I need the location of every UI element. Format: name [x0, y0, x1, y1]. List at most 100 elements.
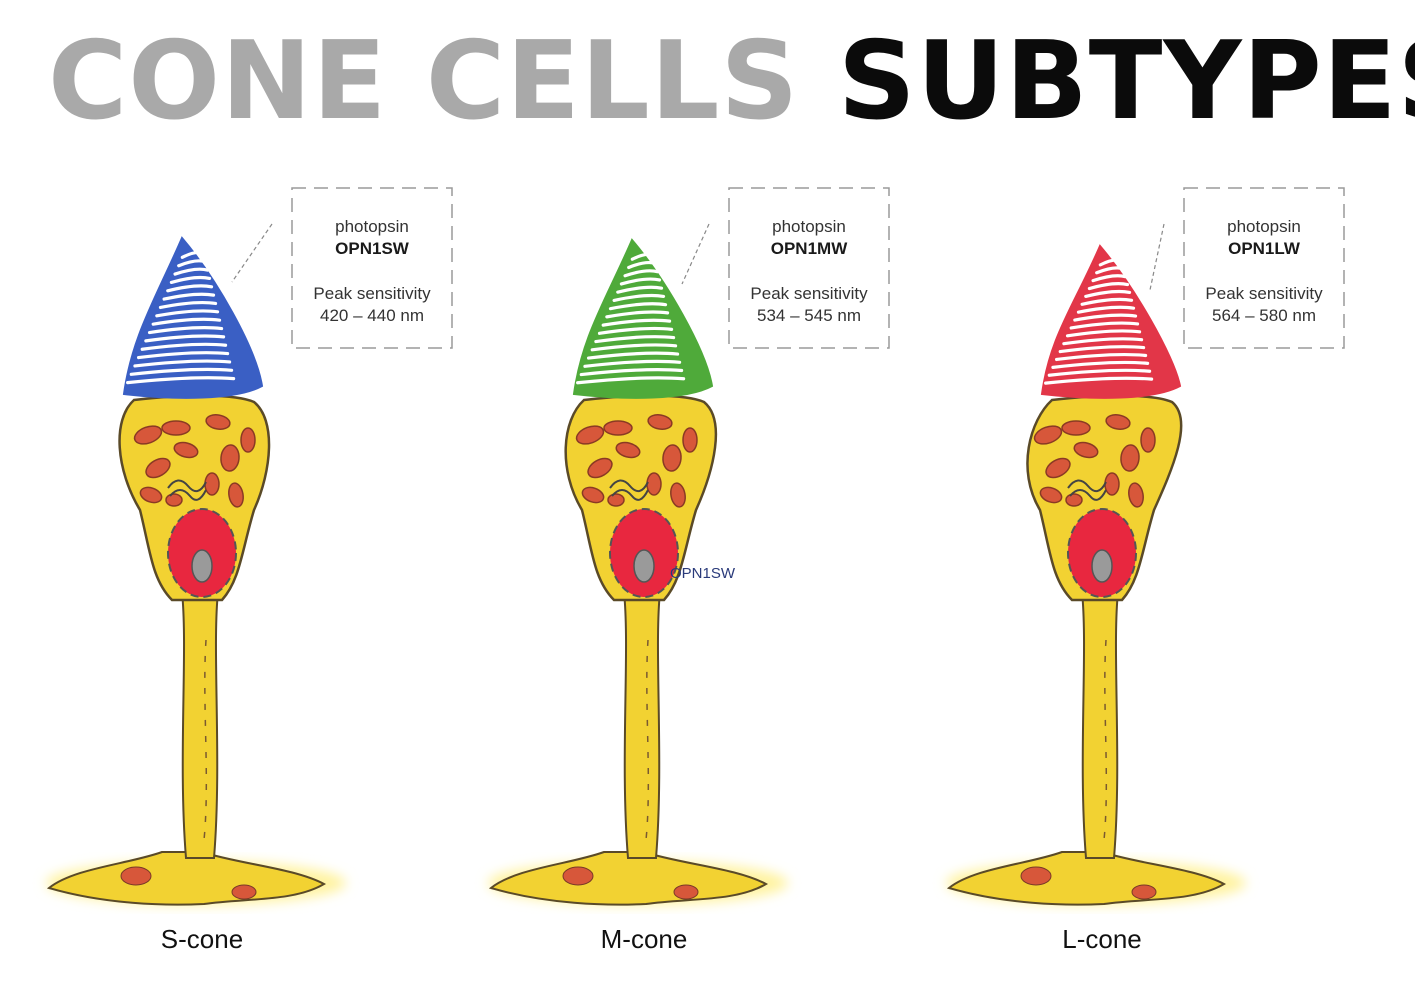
mitochondrion — [173, 441, 199, 459]
membrane-disc — [166, 284, 214, 293]
sensitivity-range: 420 – 440 nm — [320, 306, 424, 325]
membrane-disc — [1047, 368, 1152, 377]
membrane-disc — [1065, 329, 1142, 338]
stray-pigment-label: OPN1SW — [670, 565, 736, 582]
membrane-disc — [1069, 321, 1140, 330]
pigment-info-box — [1183, 187, 1345, 349]
membrane-disc — [1084, 289, 1132, 299]
mitochondrion — [228, 482, 244, 508]
outer-segment — [122, 236, 264, 399]
outer-segment-body — [122, 236, 264, 399]
golgi-apparatus — [609, 479, 649, 501]
membrane-disc — [1095, 266, 1126, 275]
foot-mitochondrion — [562, 866, 594, 886]
foot-mitochondrion — [673, 884, 699, 900]
cone-label: L-cone — [1062, 924, 1142, 954]
axon-texture — [645, 639, 650, 841]
membrane-disc — [1051, 360, 1150, 369]
mitochondrion — [1120, 444, 1140, 472]
membrane-disc — [619, 277, 662, 286]
membrane-disc — [1076, 305, 1136, 314]
nucleolus — [191, 549, 213, 583]
mitochondrion — [607, 493, 625, 507]
membrane-disc — [583, 359, 682, 368]
mitochondrion — [662, 444, 682, 472]
membrane-disc — [1054, 352, 1148, 362]
membrane-disc — [180, 250, 206, 259]
golgi-apparatus — [167, 479, 207, 501]
sensitivity-range: 534 – 545 nm — [757, 306, 861, 325]
axon-texture — [1103, 639, 1108, 841]
pigment-name: OPN1MW — [771, 239, 848, 258]
mitochondrion — [615, 441, 641, 459]
foot-mitochondrion — [1020, 866, 1052, 886]
membrane-disc — [608, 302, 668, 311]
mitochondrion — [1061, 420, 1091, 436]
membrane-disc — [576, 376, 686, 385]
mitochondrion — [1065, 493, 1083, 507]
mitochondrion — [1039, 486, 1063, 504]
foot-mitochondrion — [231, 884, 257, 900]
cone-label: S-cone — [161, 924, 243, 954]
membrane-disc — [1058, 345, 1146, 354]
membrane-disc — [1073, 313, 1138, 322]
membrane-disc — [1091, 274, 1128, 283]
membrane-disc — [133, 359, 232, 368]
membrane-disc — [169, 275, 212, 285]
pigment-word: photopsin — [1227, 217, 1301, 236]
membrane-disc — [126, 376, 236, 385]
synaptic-foot — [46, 851, 327, 906]
mitochondrion — [1105, 414, 1131, 430]
mitochondrion — [204, 472, 220, 496]
membrane-disc — [597, 326, 674, 335]
mitochondrion — [161, 420, 191, 436]
mitochondrion — [165, 493, 183, 507]
membrane-disc — [158, 300, 218, 310]
membrane-disc — [151, 317, 222, 326]
pigment-name: OPN1SW — [335, 239, 410, 258]
callout-leader — [231, 223, 273, 283]
synaptic-foot — [488, 851, 769, 906]
membrane-disc — [612, 293, 666, 303]
mitochondrion — [205, 414, 231, 430]
membrane-disc — [586, 351, 680, 360]
cone-label: M-cone — [601, 924, 688, 954]
mitochondrion — [682, 427, 698, 453]
pigment-word: photopsin — [335, 217, 409, 236]
sensitivity-range: 564 – 580 nm — [1212, 306, 1316, 325]
mitochondrion — [1073, 441, 1099, 459]
outer-segment — [572, 238, 714, 399]
mitochondrion — [133, 425, 163, 445]
mitochondrion — [1033, 425, 1063, 445]
mitochondrion — [1128, 482, 1144, 508]
pigment-info-box — [291, 187, 453, 349]
callout-leader — [681, 223, 710, 285]
membrane-disc — [1098, 258, 1124, 267]
nucleolus — [1091, 549, 1113, 583]
sensitivity-label: Peak sensitivity — [1205, 284, 1323, 303]
membrane-disc — [162, 292, 216, 301]
outer-segment — [1040, 244, 1182, 399]
mitochondrion — [603, 420, 633, 436]
sensitivity-label: Peak sensitivity — [313, 284, 431, 303]
membrane-disc — [616, 285, 664, 294]
membrane-disc — [623, 269, 660, 278]
membrane-disc — [144, 334, 226, 343]
golgi-apparatus — [1067, 479, 1107, 501]
membrane-disc — [594, 335, 676, 344]
membrane-disc — [601, 318, 672, 327]
mitochondrion — [1140, 427, 1156, 453]
axon-texture — [203, 639, 208, 841]
foot-mitochondrion — [120, 866, 152, 886]
membrane-disc — [579, 368, 684, 377]
membrane-disc — [140, 342, 228, 351]
mitochondrion — [139, 486, 163, 504]
axon — [622, 591, 662, 859]
pigment-info-box — [728, 187, 890, 349]
mitochondrion — [240, 427, 256, 453]
mitochondrion — [587, 457, 613, 479]
mitochondrion — [220, 444, 240, 472]
